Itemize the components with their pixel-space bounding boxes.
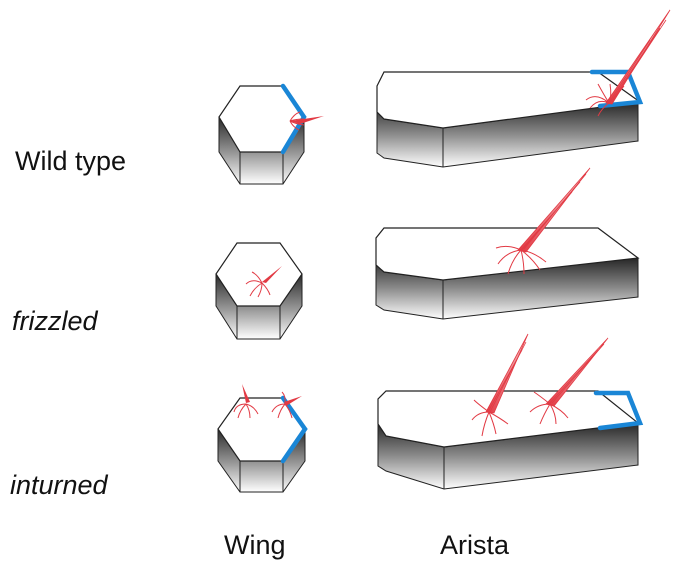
polarity-edge xyxy=(593,390,644,431)
polarity-edge xyxy=(280,395,308,464)
hair-tuft-icon xyxy=(289,111,324,131)
wing-cell-wild-type xyxy=(218,83,324,185)
hair-tuft-icon xyxy=(529,337,609,425)
arista-cell-inturned xyxy=(377,333,644,490)
wing-cell-frizzled xyxy=(215,242,303,340)
column-label-wing: Wing xyxy=(224,530,286,560)
arista-cell-wild-type xyxy=(376,9,671,168)
hair-tuft-icon xyxy=(245,266,282,298)
hair-tuft-icon xyxy=(471,333,529,437)
hair-tuft-icon xyxy=(233,384,302,419)
row-label-inturned: inturned xyxy=(10,470,108,500)
column-label-arista: Arista xyxy=(440,530,510,560)
arista-cell-frizzled xyxy=(375,167,640,320)
hair-tuft-icon xyxy=(495,167,591,275)
row-label-frizzled: frizzled xyxy=(12,306,98,336)
polarity-edge xyxy=(280,83,307,155)
hair-tuft-icon xyxy=(585,9,671,117)
polarity-edge xyxy=(589,69,644,109)
wing-cell-inturned xyxy=(217,384,308,493)
row-label-wild-type: Wild type xyxy=(15,146,127,176)
